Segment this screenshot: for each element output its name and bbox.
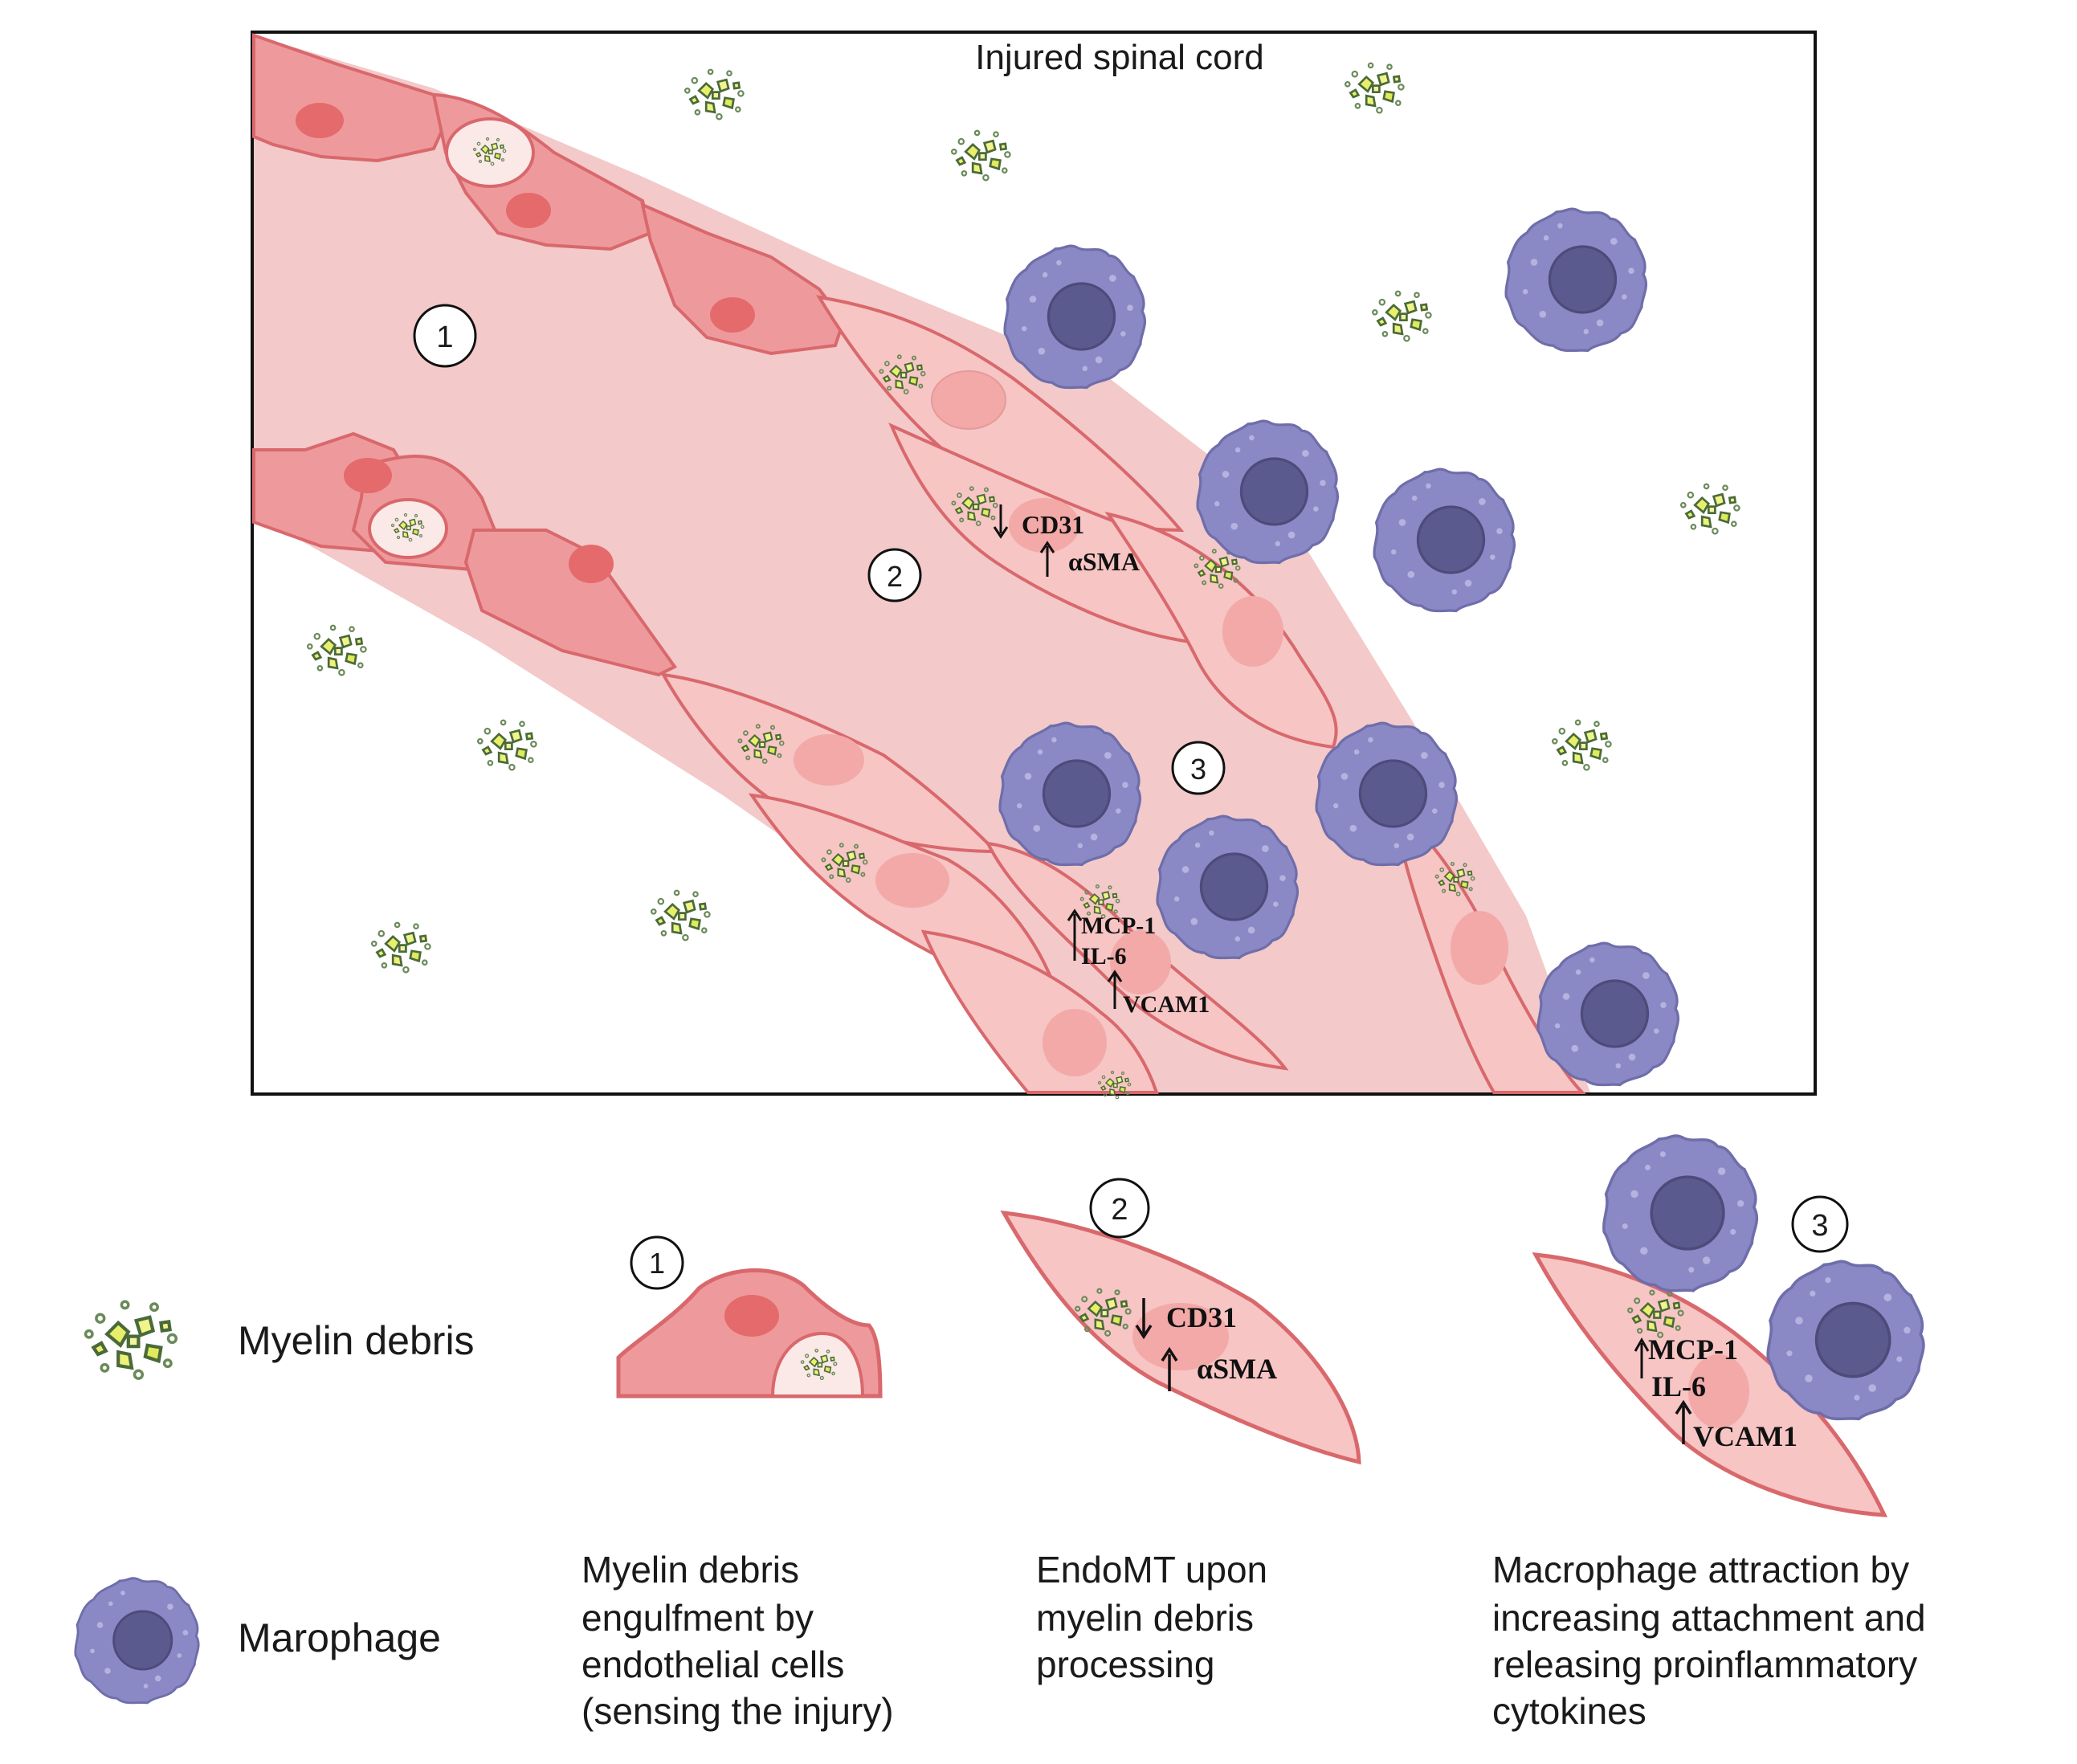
svg-text:3: 3 xyxy=(1811,1209,1828,1243)
svg-text:Macrophage attraction by: Macrophage attraction by xyxy=(1492,1549,1909,1590)
legend-macrophage-label: Marophage xyxy=(238,1615,441,1660)
step2-marker-cd31: CD31 xyxy=(1166,1301,1237,1333)
step3-marker-mcp1: MCP-1 xyxy=(1648,1333,1738,1366)
svg-text:increasing attachment and: increasing attachment and xyxy=(1492,1597,1926,1639)
svg-text:VCAM1: VCAM1 xyxy=(1123,991,1210,1018)
svg-text:myelin debris: myelin debris xyxy=(1036,1597,1254,1639)
svg-text:1: 1 xyxy=(436,321,453,354)
step1-illustration: 1 xyxy=(616,1235,883,1399)
myelin-debris-icon xyxy=(86,1301,177,1378)
svg-text:processing: processing xyxy=(1036,1644,1214,1685)
svg-text:3: 3 xyxy=(1190,753,1206,786)
step-badge-2: 2 xyxy=(867,548,922,602)
svg-text:cytokines: cytokines xyxy=(1492,1690,1647,1732)
svg-text:EndoMT upon: EndoMT upon xyxy=(1036,1549,1267,1590)
step-badge-1: 1 xyxy=(413,304,477,368)
injury-panel: Injured spinal cord 1 2 3 CD31 αSMA MCP xyxy=(251,31,1817,1100)
svg-text:engulfment by: engulfment by xyxy=(581,1597,814,1639)
legend: Myelin debris Marophage xyxy=(74,1301,475,1705)
svg-text:2: 2 xyxy=(887,560,903,593)
step3-marker-vcam1: VCAM1 xyxy=(1693,1420,1797,1452)
caption-step3: Macrophage attraction by increasing atta… xyxy=(1492,1549,1926,1732)
caption-step2: EndoMT upon myelin debris processing xyxy=(1036,1549,1267,1685)
macrophage-icon xyxy=(74,1577,200,1705)
legend-myelin-label: Myelin debris xyxy=(238,1318,475,1363)
step2-marker-asma: αSMA xyxy=(1197,1353,1277,1385)
svg-text:MCP-1: MCP-1 xyxy=(1081,913,1156,939)
svg-text:2: 2 xyxy=(1111,1193,1128,1227)
svg-text:Myelin debris: Myelin debris xyxy=(581,1549,799,1590)
svg-text:endothelial cells: endothelial cells xyxy=(581,1644,844,1685)
svg-text:CD31: CD31 xyxy=(1022,510,1084,539)
panel-marker-vcam1: VCAM1 xyxy=(1107,970,1210,1018)
svg-text:(sensing the injury): (sensing the injury) xyxy=(581,1690,894,1732)
panel-marker-cd31: CD31 xyxy=(993,504,1084,539)
step3-marker-il6: IL-6 xyxy=(1651,1370,1706,1403)
step-badge-3: 3 xyxy=(1171,741,1226,795)
panel-marker-il6: IL-6 xyxy=(1081,943,1127,970)
caption-step1: Myelin debris engulfment by endothelial … xyxy=(581,1549,894,1732)
panel-title: Injured spinal cord xyxy=(975,38,1264,77)
svg-text:1: 1 xyxy=(649,1247,665,1280)
panel-marker-asma: αSMA xyxy=(1039,541,1140,577)
svg-text:releasing proinflammatory: releasing proinflammatory xyxy=(1492,1644,1917,1685)
step2-illustration: CD31 αSMA 2 xyxy=(1000,1178,1361,1465)
step3-illustration: MCP-1 IL-6 VCAM1 3 xyxy=(1532,1134,1925,1517)
panel-marker-mcp1: MCP-1 xyxy=(1067,909,1156,961)
svg-text:αSMA: αSMA xyxy=(1068,547,1140,576)
